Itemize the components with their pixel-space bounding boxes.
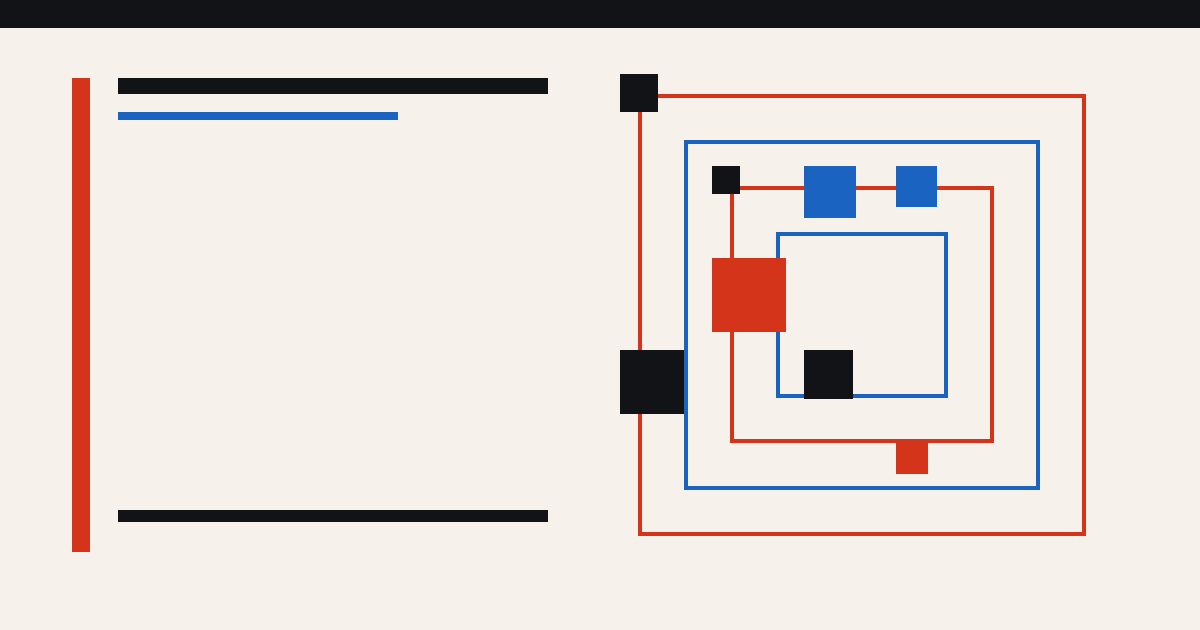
square-g [804, 350, 853, 399]
square-h [896, 442, 928, 474]
square-b [712, 166, 740, 194]
square-c [804, 166, 856, 218]
title-placeholder-bar [118, 78, 548, 94]
bottom-rule [118, 510, 548, 522]
left-accent-stripe [72, 78, 90, 552]
inner-frame [776, 232, 948, 398]
square-a [620, 74, 658, 112]
top-bar [0, 0, 1200, 28]
square-d [896, 166, 937, 207]
outer-frame [638, 94, 1086, 536]
square-f [620, 350, 684, 414]
square-e [712, 258, 786, 332]
second-frame [684, 140, 1040, 490]
subtitle-placeholder-bar [118, 112, 398, 120]
